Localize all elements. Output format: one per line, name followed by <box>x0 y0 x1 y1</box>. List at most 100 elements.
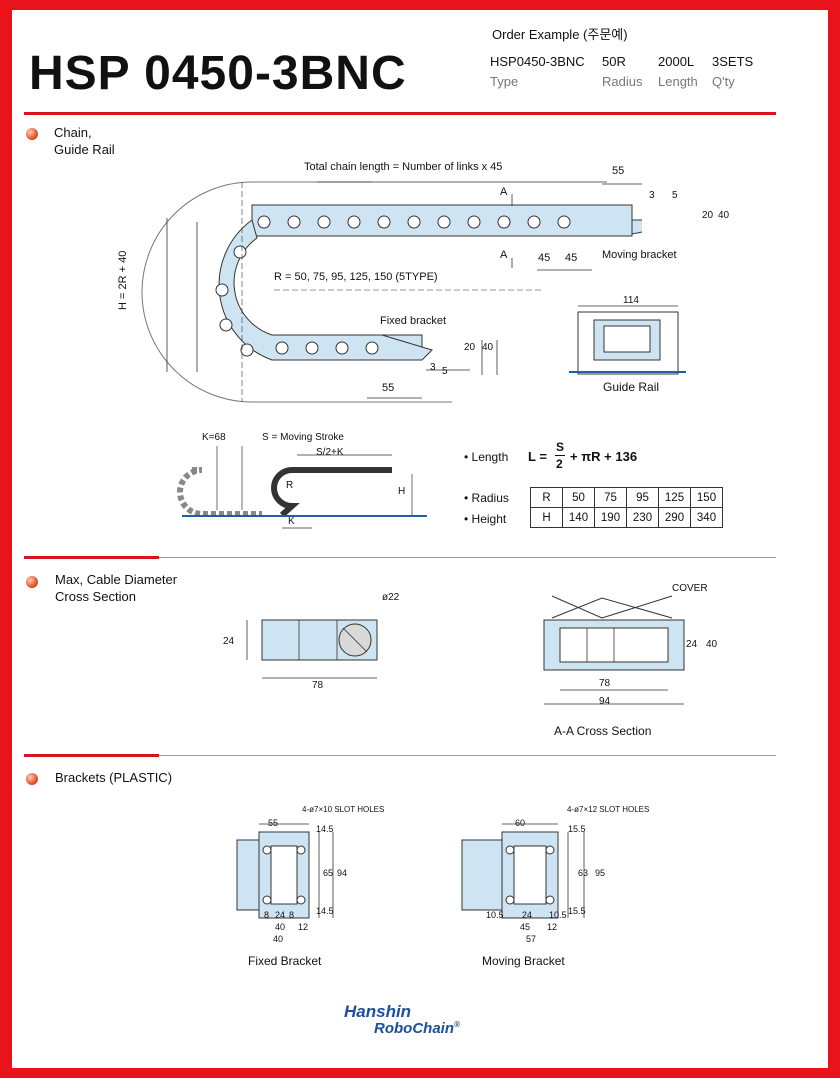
k-label: K <box>288 516 295 527</box>
section-cable-cross-section: Max, Cable Diameter Cross Section <box>55 572 178 604</box>
dim-5-top: 5 <box>672 190 678 201</box>
fixed-dim-8a: 8 <box>264 910 270 920</box>
k68-label: K=68 <box>202 432 226 443</box>
dim-45-a: 45 <box>538 252 551 264</box>
fixed-dim-65: 65 <box>323 868 334 878</box>
order-radius-caption: Radius <box>602 74 643 89</box>
guide-rail-drawing <box>569 305 686 375</box>
fixed-bracket-drawing <box>236 823 334 919</box>
brand-logo-line2: RoboChain® <box>374 1020 460 1037</box>
aa-dim-24: 24 <box>686 639 698 650</box>
total-length-note: Total chain length = Number of links x 4… <box>304 161 503 173</box>
dim-5-bottom: 5 <box>442 366 448 377</box>
registered-mark: ® <box>454 1020 460 1029</box>
moving-dim-155b: 15.5 <box>568 906 586 916</box>
radius-row-label: • Radius <box>464 491 509 505</box>
r-label: R <box>286 480 294 491</box>
cable-height-dim: 24 <box>223 636 235 647</box>
moving-dim-top: 60 <box>515 818 526 828</box>
aa-dim-94: 94 <box>599 696 611 707</box>
moving-holes-label: 4-ø7×12 SLOT HOLES <box>567 805 650 814</box>
table-cell: 190 <box>594 507 627 528</box>
section-a-bottom: A <box>500 249 508 261</box>
formula-numerator: S <box>556 440 565 454</box>
formula-lhs: L = <box>528 449 547 464</box>
dim-55-bottom: 55 <box>382 382 395 394</box>
table-cell: 290 <box>658 507 691 528</box>
order-type-caption: Type <box>490 74 519 89</box>
length-label: • Length <box>464 450 509 464</box>
section-rule <box>24 754 159 757</box>
dim-45-b: 45 <box>565 252 578 264</box>
aa-dim-78: 78 <box>599 678 611 689</box>
order-length-caption: Length <box>658 74 698 89</box>
section-brackets: Brackets (PLASTIC) <box>55 770 173 785</box>
dim-20-top: 20 <box>702 210 714 221</box>
table-cell: 75 <box>594 487 627 508</box>
fixed-dim-145b: 14.5 <box>316 906 334 916</box>
fixed-dim-145a: 14.5 <box>316 824 334 834</box>
dim-3-bottom: 3 <box>430 362 436 373</box>
cable-section-drawing <box>246 619 378 679</box>
table-cell: 50 <box>562 487 595 508</box>
dim-40-bottom: 40 <box>482 342 494 353</box>
cable-diameter-label: ø22 <box>382 592 400 603</box>
h-label: H <box>398 486 406 497</box>
catalog-page: HSP 0450-3BNC Order Example (주문예) HSP045… <box>12 10 828 1068</box>
moving-bracket-caption: Moving Bracket <box>482 954 565 968</box>
cable-width-dim: 78 <box>312 680 324 691</box>
fixed-holes-label: 4-ø7×10 SLOT HOLES <box>302 805 385 814</box>
section-rule-thin <box>159 755 776 756</box>
order-example-label: Order Example (주문예) <box>492 27 628 42</box>
section-chain-guide-rail: Chain, Guide Rail <box>54 125 115 157</box>
table-row: H 140 190 230 290 340 <box>530 507 723 528</box>
table-cell: 150 <box>690 487 723 508</box>
moving-dim-95: 95 <box>595 868 606 878</box>
moving-dim-57: 57 <box>526 934 537 944</box>
moving-bracket-drawing <box>461 823 585 919</box>
guide-rail-width: 114 <box>623 295 639 306</box>
section-bullet-icon <box>26 773 38 785</box>
moving-dim-24: 24 <box>522 910 533 920</box>
order-qty-caption: Q'ty <box>712 74 735 89</box>
section-bullet-icon <box>26 576 38 588</box>
moving-dim-105b: 10.5 <box>549 910 567 920</box>
height-row-label: • Height <box>464 512 507 526</box>
dim-20-bottom: 20 <box>464 342 476 353</box>
dim-55-top: 55 <box>612 165 625 177</box>
table-cell: 340 <box>690 507 723 528</box>
table-cell: R <box>530 487 563 508</box>
moving-dim-45: 45 <box>520 922 531 932</box>
guide-rail-caption: Guide Rail <box>603 380 660 394</box>
page-title: HSP 0450-3BNC <box>29 47 407 100</box>
header-rule <box>24 112 776 115</box>
section-rule <box>24 556 159 559</box>
formula-denominator: 2 <box>556 457 563 471</box>
table-cell: H <box>530 507 563 528</box>
dim-3-top: 3 <box>649 190 655 201</box>
formula-rest: + πR + 136 <box>570 449 638 464</box>
fixed-dim-24: 24 <box>275 910 286 920</box>
fixed-dim-12: 12 <box>298 922 309 932</box>
aa-section-caption: A-A Cross Section <box>554 724 652 738</box>
moving-stroke-label: S = Moving Stroke <box>262 432 344 443</box>
table-cell: 230 <box>626 507 659 528</box>
fixed-dim-40: 40 <box>275 922 286 932</box>
order-type-value: HSP0450-3BNC <box>490 54 585 69</box>
brand-logo-robochain: RoboChain <box>374 1020 454 1037</box>
half-stroke-label: S/2+K <box>316 447 344 458</box>
dim-40-top: 40 <box>718 210 730 221</box>
section-a-top: A <box>500 186 508 198</box>
fixed-dim-40b: 40 <box>273 934 284 944</box>
order-radius-value: 50R <box>602 54 626 69</box>
moving-dim-12: 12 <box>547 922 558 932</box>
order-qty-value: 3SETS <box>712 54 754 69</box>
fraction-bar <box>555 455 565 456</box>
brand-logo-line1: Hanshin <box>344 1002 412 1021</box>
fixed-dim-8b: 8 <box>289 910 295 920</box>
table-cell: 140 <box>562 507 595 528</box>
radius-note: R = 50, 75, 95, 125, 150 (5TYPE) <box>274 271 438 283</box>
moving-dim-105a: 10.5 <box>486 910 504 920</box>
chain-drawing <box>141 181 642 403</box>
radius-height-table: R 50 75 95 125 150 H 140 190 230 290 340 <box>530 487 723 528</box>
